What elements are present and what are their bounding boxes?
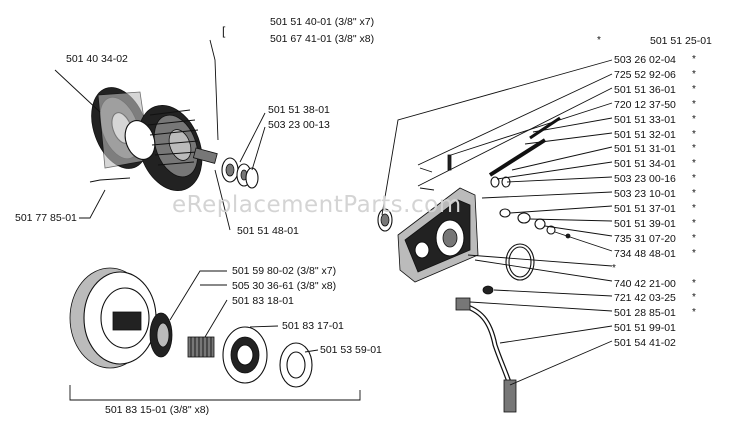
part-label[interactable]: 725 52 92-06 xyxy=(614,69,676,81)
part-star: * xyxy=(692,158,696,169)
pump-assembly-drawing xyxy=(377,59,613,413)
part-label[interactable]: 501 51 34-01 xyxy=(614,158,676,170)
part-label[interactable]: 734 48 48-01 xyxy=(614,248,676,260)
part-star: * xyxy=(692,233,696,244)
part-label[interactable]: 501 59 80-02 (3/8" x7) xyxy=(232,265,337,277)
part-label[interactable]: 501 51 48-01 xyxy=(237,225,299,237)
part-star: * xyxy=(692,203,696,214)
clutch-assembly-drawing xyxy=(54,39,266,231)
part-star: * xyxy=(692,114,696,125)
part-label[interactable]: 503 23 00-13 xyxy=(268,119,330,131)
part-label[interactable]: 501 40 34-02 xyxy=(66,53,128,65)
part-label[interactable]: 501 51 36-01 xyxy=(614,84,676,96)
part-label[interactable]: 501 51 31-01 xyxy=(614,143,676,155)
part-label[interactable]: 501 51 39-01 xyxy=(614,218,676,230)
part-star: * xyxy=(692,69,696,80)
part-label[interactable]: 501 77 85-01 xyxy=(15,212,77,224)
part-label[interactable]: 721 42 03-25 xyxy=(614,292,676,304)
part-label[interactable]: 501 51 37-01 xyxy=(614,203,676,215)
part-label[interactable]: 501 51 38-01 xyxy=(268,104,330,116)
part-label[interactable]: 501 51 33-01 xyxy=(614,114,676,126)
part-star: * xyxy=(692,129,696,140)
part-label[interactable]: 501 54 41-02 xyxy=(614,337,676,349)
part-star: * xyxy=(692,173,696,184)
part-label[interactable]: 501 51 32-01 xyxy=(614,129,676,141)
part-label[interactable]: 501 83 15-01 (3/8" x8) xyxy=(105,404,210,416)
part-label-header[interactable]: 501 51 25-01 xyxy=(650,35,712,47)
part-star: * xyxy=(692,218,696,229)
part-label[interactable]: 503 23 00-16 xyxy=(614,173,676,185)
part-label[interactable]: 501 67 41-01 (3/8" x8) xyxy=(270,33,375,45)
part-label[interactable]: 501 83 18-01 xyxy=(232,295,294,307)
part-label[interactable]: 720 12 37-50 xyxy=(614,99,676,111)
part-label[interactable]: 503 23 10-01 xyxy=(614,188,676,200)
part-label[interactable]: 501 53 59-01 xyxy=(320,344,382,356)
part-star: * xyxy=(692,143,696,154)
part-label[interactable]: 735 31 07-20 xyxy=(614,233,676,245)
watermark: eReplacementParts.com xyxy=(172,192,462,218)
header-star: * xyxy=(597,35,601,46)
part-star: * xyxy=(612,263,616,274)
part-star: * xyxy=(692,188,696,199)
drum-assembly-drawing xyxy=(69,267,361,401)
part-star: * xyxy=(692,248,696,259)
part-label[interactable]: 501 51 99-01 xyxy=(614,322,676,334)
part-label[interactable]: 503 26 02-04 xyxy=(614,54,676,66)
part-label[interactable]: 501 28 85-01 xyxy=(614,307,676,319)
part-star: * xyxy=(692,292,696,303)
part-star: * xyxy=(692,307,696,318)
part-label[interactable]: 501 83 17-01 xyxy=(282,320,344,332)
part-label[interactable]: 501 51 40-01 (3/8" x7) xyxy=(270,16,375,28)
part-label[interactable]: 505 30 36-61 (3/8" x8) xyxy=(232,280,337,292)
part-label[interactable]: 740 42 21-00 xyxy=(614,278,676,290)
part-star: * xyxy=(692,54,696,65)
part-star: * xyxy=(692,278,696,289)
part-star: * xyxy=(692,84,696,95)
part-star: * xyxy=(692,99,696,110)
bracket-mark: [ xyxy=(222,24,226,38)
